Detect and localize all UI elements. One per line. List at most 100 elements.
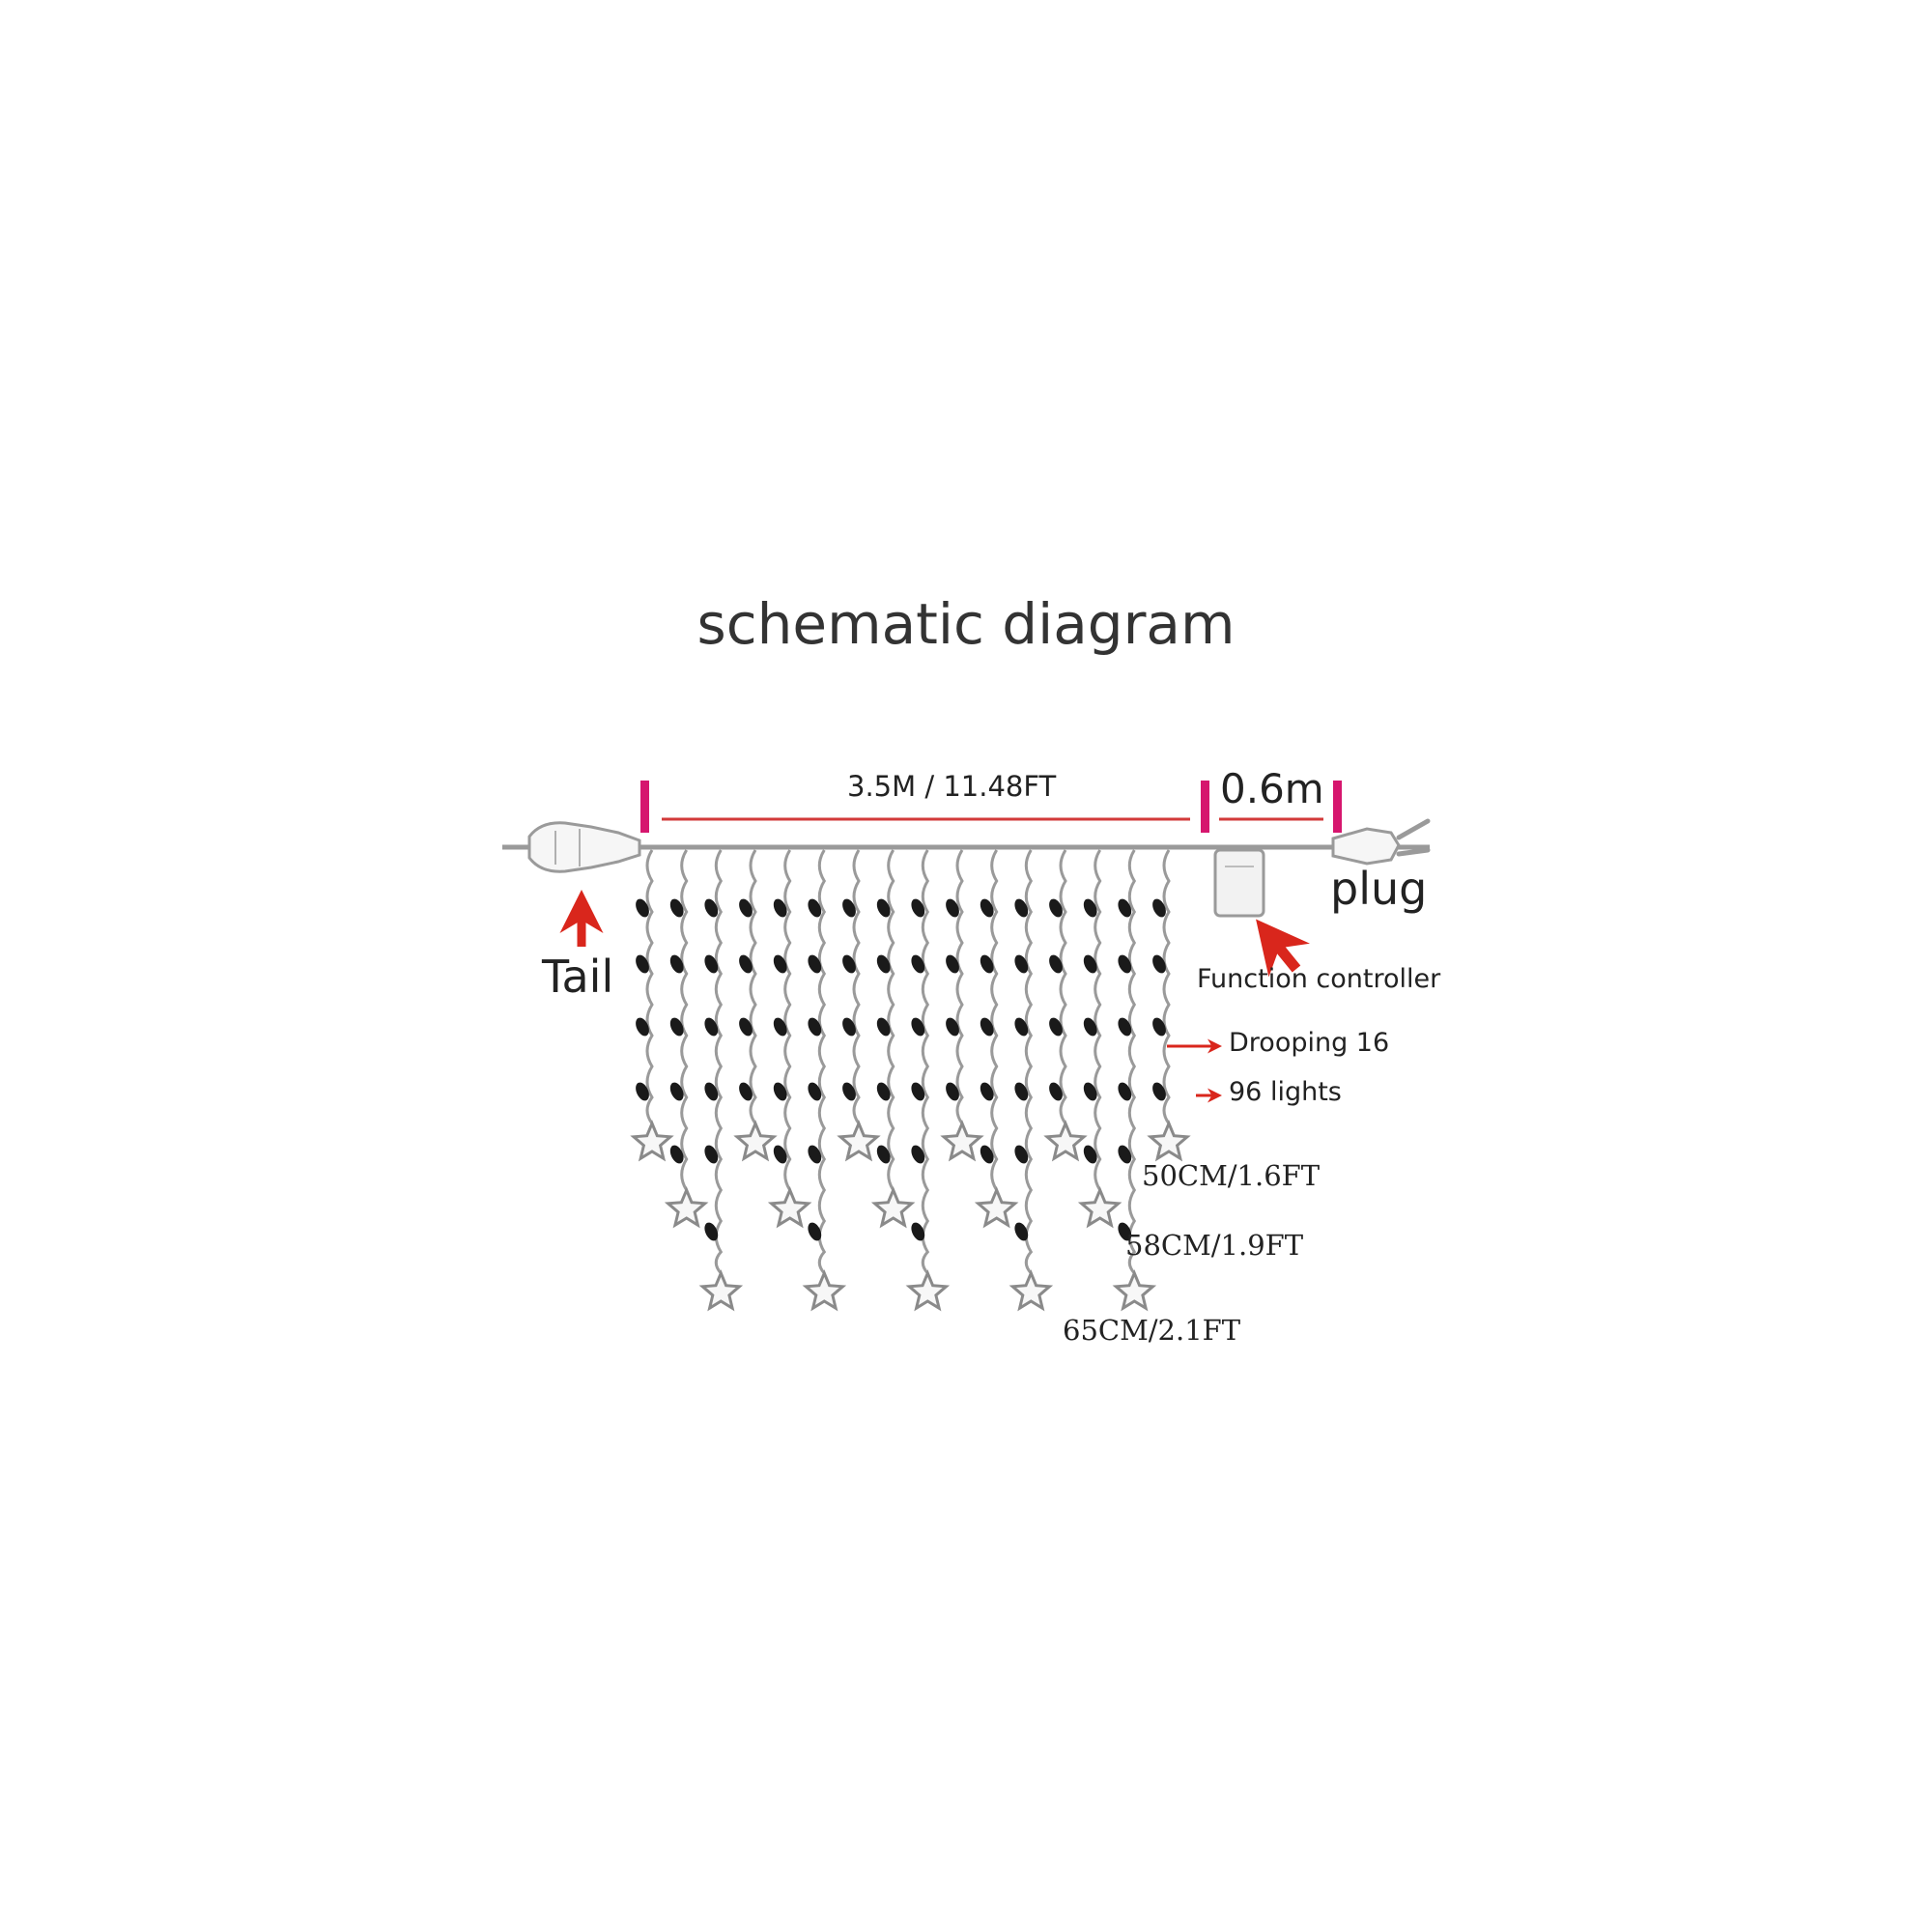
lights-label: 96 lights [1229, 1077, 1342, 1107]
light-strand [837, 849, 881, 1162]
bracket-right [1333, 781, 1342, 833]
star-icon [1009, 1269, 1054, 1312]
light-strand [698, 849, 744, 1312]
diagram-title: schematic diagram [696, 591, 1236, 657]
bulb [1083, 1017, 1097, 1037]
bulb [704, 954, 719, 974]
star-icon [1147, 1120, 1191, 1162]
bulb [980, 898, 994, 918]
bulb [946, 954, 959, 974]
bulb [739, 954, 753, 974]
bulb [636, 898, 649, 918]
light-strand [630, 849, 674, 1162]
bulb [1014, 1222, 1029, 1241]
bulb [946, 1082, 959, 1101]
bulb [876, 1082, 891, 1101]
bulb [911, 1145, 925, 1164]
controller-arrow [1256, 919, 1311, 978]
drooping-label: Drooping 16 [1229, 1028, 1390, 1058]
bulb [1152, 1017, 1166, 1037]
bulb [669, 898, 684, 918]
bulb [1152, 1082, 1166, 1101]
bulb [1014, 1145, 1029, 1164]
bulb [636, 1082, 649, 1101]
plug-icon [1331, 818, 1431, 866]
tail-connector-icon [527, 821, 641, 873]
tail-label: Tail [542, 951, 614, 1003]
bulb [704, 1222, 719, 1241]
bulb [876, 1145, 891, 1164]
star-icon [905, 1269, 951, 1312]
light-strand [802, 849, 847, 1312]
star-icon [630, 1120, 674, 1162]
light-strand [905, 849, 951, 1312]
bulb [808, 1145, 822, 1164]
light-strand [767, 849, 812, 1229]
light-strand [1147, 849, 1191, 1162]
bulb [773, 1017, 787, 1037]
bulb [1118, 1145, 1132, 1164]
bulb [808, 1082, 822, 1101]
bulb [1083, 1145, 1097, 1164]
star-icon [802, 1269, 847, 1312]
bulb [842, 954, 856, 974]
bulb [773, 954, 787, 974]
bulb [1118, 1017, 1132, 1037]
bulb [1014, 954, 1029, 974]
star-icon [1077, 1186, 1122, 1229]
bulb [773, 898, 787, 918]
bulb [1049, 1082, 1063, 1101]
light-strand [733, 849, 778, 1162]
star-icon [974, 1186, 1019, 1229]
bulb [669, 954, 684, 974]
bulb [911, 1222, 925, 1241]
light-strand [940, 849, 984, 1162]
plug-label: plug [1330, 863, 1428, 915]
bulb [636, 1017, 649, 1037]
bulb [1083, 954, 1097, 974]
function-controller-label: Function controller [1197, 964, 1441, 994]
bulb [842, 898, 856, 918]
bulb [1014, 1082, 1029, 1101]
bulb [1152, 898, 1166, 918]
main-length-label: 3.5M / 11.48FT [847, 770, 1057, 803]
bulb [808, 1017, 822, 1037]
bulb [876, 898, 891, 918]
bulb [808, 898, 822, 918]
bracket-left [640, 781, 649, 833]
star-icon [870, 1186, 916, 1229]
light-strand [1112, 849, 1157, 1312]
bulb [1014, 898, 1029, 918]
bulb [842, 1017, 856, 1037]
bulb [946, 898, 959, 918]
bulb [842, 1082, 856, 1101]
bulb [704, 1017, 719, 1037]
bulb [808, 1222, 822, 1241]
bulb [1014, 1017, 1029, 1037]
bulb [1083, 898, 1097, 918]
bulb [1049, 954, 1063, 974]
bulb [704, 898, 719, 918]
star-icon [698, 1269, 744, 1312]
bracket-middle [1201, 781, 1209, 833]
bulb [911, 1017, 925, 1037]
bulb [980, 1082, 994, 1101]
bulb [1118, 898, 1132, 918]
bulb [946, 1017, 959, 1037]
bulb [669, 1017, 684, 1037]
bulb [1118, 1082, 1132, 1101]
bulb [808, 954, 822, 974]
drop-short-label: 50CM/1.6FT [1142, 1159, 1321, 1192]
bulb [704, 1082, 719, 1101]
light-strand [1077, 849, 1122, 1229]
drop-long-label: 65CM/2.1FT [1063, 1314, 1241, 1347]
bulb [1083, 1082, 1097, 1101]
bulb [669, 1082, 684, 1101]
lead-length-label: 0.6m [1220, 765, 1324, 812]
function-controller-icon [1213, 848, 1265, 918]
bulb [980, 1145, 994, 1164]
light-strand [1009, 849, 1054, 1312]
star-icon [940, 1120, 984, 1162]
light-strand [1043, 849, 1088, 1162]
